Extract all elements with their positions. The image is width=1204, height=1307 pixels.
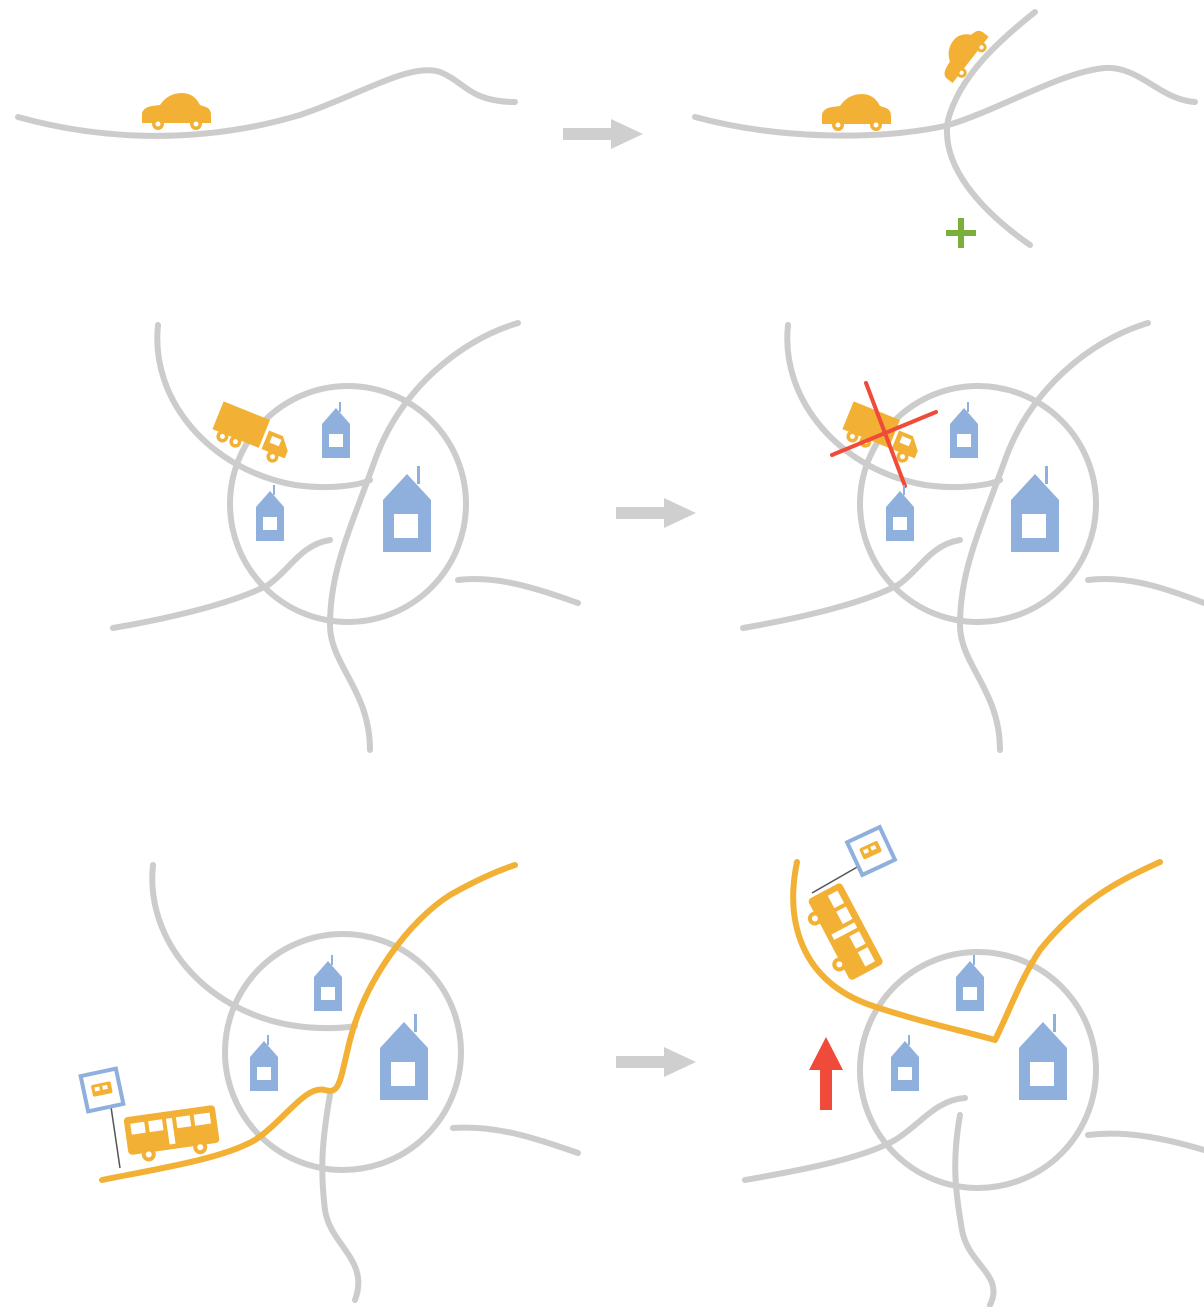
house-icon [1019, 1014, 1067, 1100]
house-icon [950, 402, 978, 458]
ring-road [222, 931, 464, 1173]
road [450, 1124, 581, 1156]
house-icon [380, 1014, 428, 1100]
house-icon [383, 466, 431, 552]
car-icon [822, 94, 891, 131]
house-icon [891, 1035, 919, 1091]
road [455, 576, 581, 606]
bus-route [99, 862, 518, 1183]
road [740, 537, 963, 631]
bus-stop-sign-icon [845, 825, 897, 877]
up-arrow-icon [809, 1037, 843, 1110]
transition-arrow-icon [616, 1047, 696, 1077]
sign-pole [109, 1099, 121, 1169]
road [110, 537, 333, 631]
road [957, 320, 1151, 753]
panel-1-after [692, 9, 1198, 248]
row-2 [110, 320, 1204, 753]
row-3 [78, 825, 1204, 1307]
road [15, 67, 518, 139]
house-icon [322, 402, 350, 458]
row-1 [15, 9, 1198, 248]
house-icon [314, 955, 342, 1011]
panel-2-after [740, 320, 1204, 753]
plus-icon [946, 218, 976, 248]
road [154, 322, 373, 491]
road [149, 862, 358, 1032]
road [742, 1095, 968, 1183]
house-icon [250, 1035, 278, 1091]
road [692, 64, 1198, 139]
road [784, 322, 1003, 491]
bus-route [790, 859, 1163, 1043]
bus-stop-sign-icon [78, 1066, 126, 1114]
road [952, 1112, 997, 1307]
new-crossing-road [943, 9, 1038, 248]
ring-road [857, 949, 1099, 1191]
cross-icon [830, 381, 938, 488]
road [1085, 1130, 1204, 1153]
transition-arrow-icon [563, 119, 643, 149]
panel-3-before [78, 862, 581, 1303]
panel-2-before [110, 320, 581, 753]
road [327, 320, 521, 753]
road [319, 1092, 362, 1303]
road [1085, 576, 1204, 606]
house-icon [256, 485, 284, 541]
panel-3-after [742, 825, 1204, 1307]
transition-arrow-icon [616, 498, 696, 528]
house-icon [886, 485, 914, 541]
car-icon [142, 93, 211, 130]
ring-road [857, 383, 1099, 625]
house-icon [956, 955, 984, 1011]
bus-icon [799, 882, 885, 986]
panel-1-before [15, 67, 518, 139]
house-icon [1011, 466, 1059, 552]
ring-road [227, 383, 469, 625]
